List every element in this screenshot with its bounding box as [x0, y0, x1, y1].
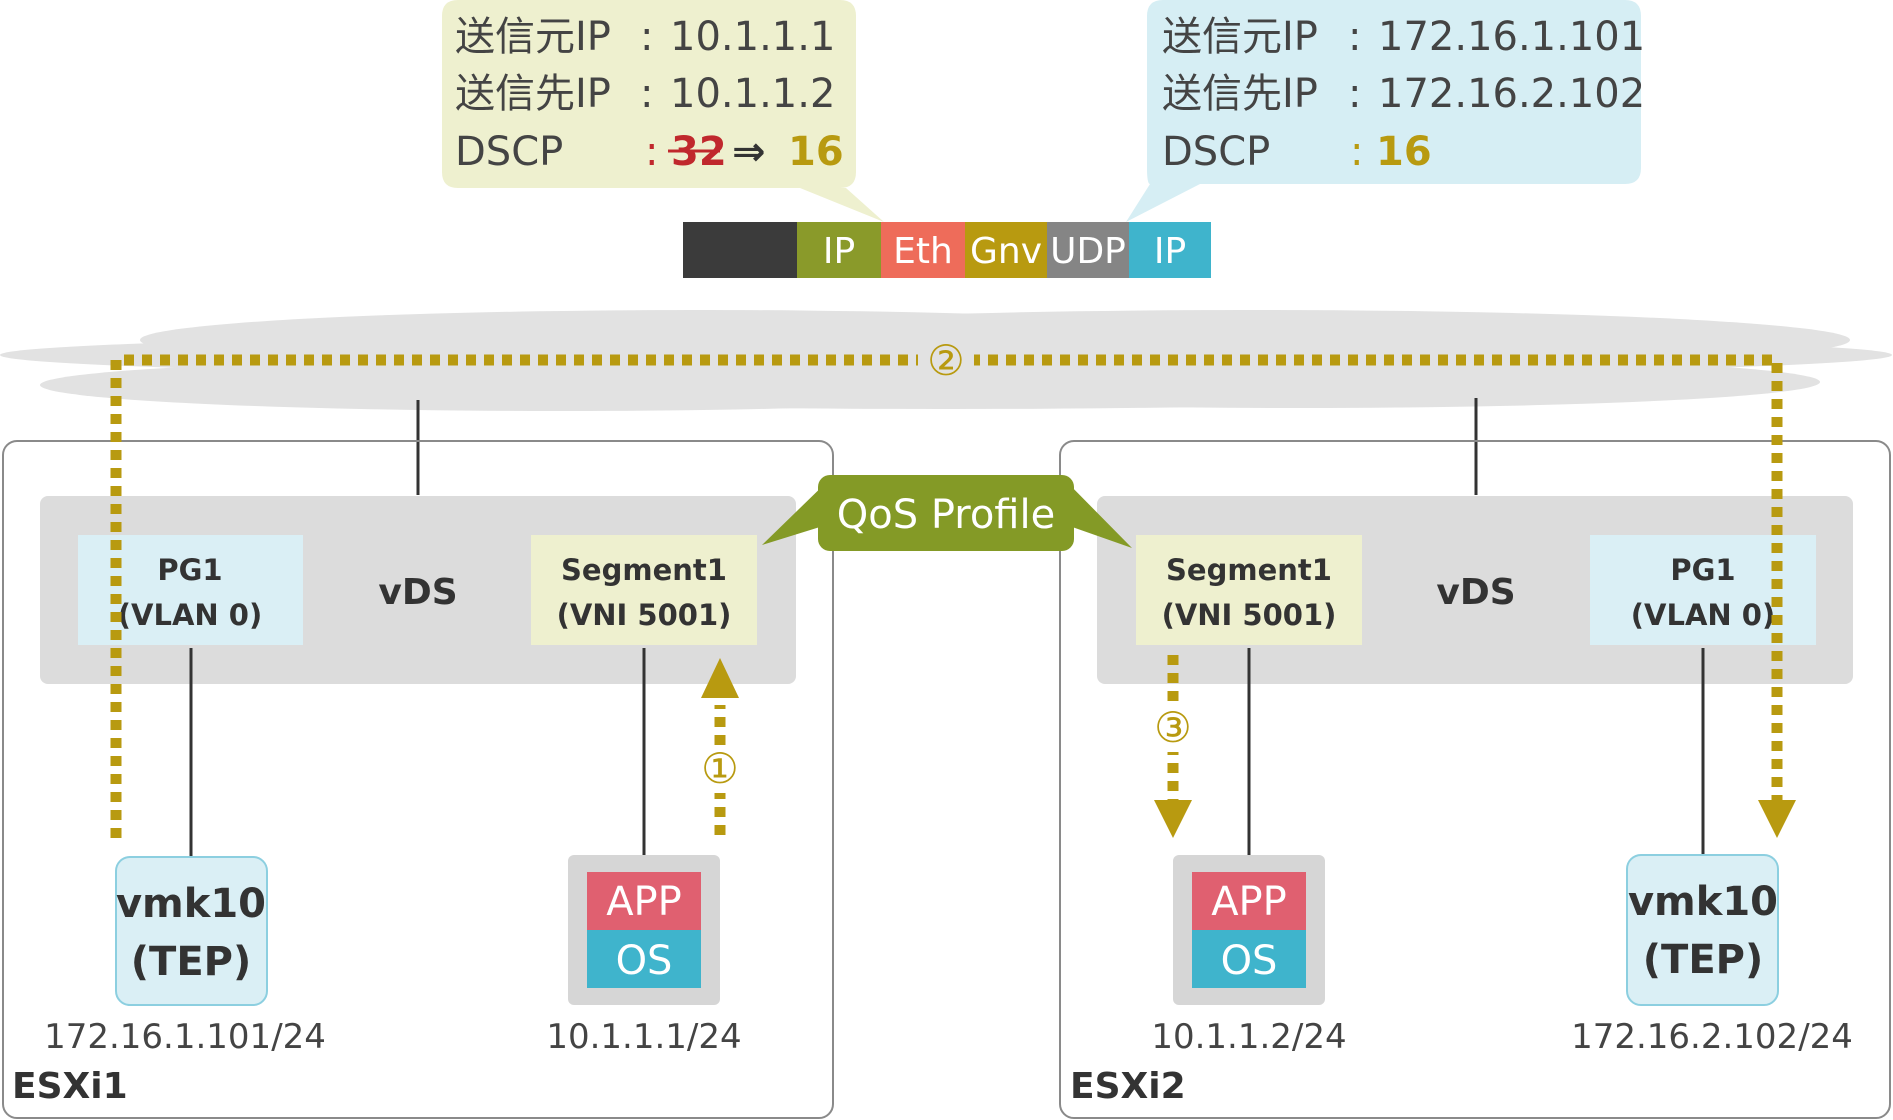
esxi1-name: ESXi1	[12, 1066, 128, 1107]
outer-dst-value: 172.16.2.102	[1378, 71, 1645, 117]
inner-src-value: 10.1.1.1	[670, 14, 835, 60]
packet-segment-2	[881, 222, 965, 278]
packet-segment-3	[965, 222, 1047, 278]
step-2-marker: ②	[927, 336, 965, 385]
outer-src-colon: :	[1348, 14, 1361, 60]
esxi1-segment1	[531, 535, 757, 645]
inner-dst-label: 送信先IP	[455, 71, 611, 117]
esxi2-name: ESXi2	[1070, 1066, 1186, 1107]
packet-segment-label-2: Eth	[893, 231, 953, 272]
esxi1-pg1	[78, 535, 303, 645]
outer-header-callout: 送信元IP : 172.16.1.101 送信先IP : 172.16.2.10…	[1126, 0, 1645, 222]
esxi1-os-label: OS	[616, 938, 673, 984]
esxi1-vmk10	[115, 856, 268, 1006]
outer-dscp-label: DSCP	[1162, 129, 1270, 175]
outer-dscp-value: 16	[1376, 129, 1432, 175]
path-step2-arrowhead	[1758, 800, 1796, 838]
esxi1-tep-ip: 172.16.1.101/24	[44, 1017, 326, 1057]
esxi2-seg-vni: (VNI 5001)	[1162, 598, 1337, 632]
esxi1-seg-vni: (VNI 5001)	[557, 598, 732, 632]
inner-dst-value: 10.1.1.2	[670, 71, 835, 117]
inner-dscp-label: DSCP	[455, 129, 563, 175]
packet-segment-label-3: Gnv	[970, 231, 1042, 272]
esxi2-vds-label: vDS	[1436, 572, 1515, 613]
esxi2-pg1	[1590, 535, 1816, 645]
inner-dscp-arrow: ⇒	[732, 129, 766, 175]
esxi1-vmk-tep: (TEP)	[131, 939, 252, 985]
esxi1-pg-name: PG1	[157, 553, 222, 587]
outer-dst-colon: :	[1348, 71, 1361, 117]
outer-dscp-colon: :	[1350, 129, 1363, 175]
packet-segment-label-5: IP	[1154, 231, 1186, 272]
esxi2-vmk-name: vmk10	[1628, 879, 1778, 925]
packet-segment-1	[797, 222, 881, 278]
packet-segment-5	[1129, 222, 1211, 278]
esxi2-segment1	[1136, 535, 1362, 645]
esxi2-vmk10	[1626, 854, 1779, 1006]
esxi2-pg-name: PG1	[1670, 553, 1735, 587]
esxi1-vds-label: vDS	[378, 572, 457, 613]
inner-src-label: 送信元IP	[455, 14, 611, 60]
inner-header-callout: 送信元IP : 10.1.1.1 送信先IP : 10.1.1.2 DSCP :…	[442, 0, 884, 222]
step-3-marker: ③	[1154, 703, 1192, 752]
inner-src-colon: :	[640, 14, 653, 60]
esxi1-vmk-name: vmk10	[116, 881, 266, 927]
inner-dscp-new: 16	[788, 129, 844, 175]
path-step1-arrowhead	[701, 658, 739, 698]
packet-segment-label-4: UDP	[1050, 231, 1126, 272]
esxi2-app-label: APP	[1211, 879, 1287, 925]
esxi2-host: vDS Segment1 (VNI 5001) PG1 (VLAN 0) APP…	[1059, 440, 1891, 1119]
path-step2	[110, 354, 1783, 838]
inner-dscp-colon: :	[645, 129, 658, 175]
esxi2-seg-name: Segment1	[1166, 553, 1332, 587]
esxi1-host: vDS PG1 (VLAN 0) Segment1 (VNI 5001) vmk…	[2, 440, 834, 1119]
inner-dst-colon: :	[640, 71, 653, 117]
qos-profile-label: QoS Profile	[837, 492, 1055, 538]
qos-profile-callout: QoS Profile	[762, 475, 1132, 551]
packet-segment-label-1: IP	[823, 231, 855, 272]
esxi2-vm-ip: 10.1.1.2/24	[1151, 1017, 1346, 1057]
esxi1-app-label: APP	[606, 879, 682, 925]
packet-segment-0	[683, 222, 797, 278]
path-step3-arrowhead	[1154, 800, 1192, 838]
esxi1-seg-name: Segment1	[561, 553, 727, 587]
esxi1-pg-vlan: (VLAN 0)	[118, 598, 262, 632]
outer-dst-label: 送信先IP	[1162, 71, 1318, 117]
esxi2-os-label: OS	[1221, 938, 1278, 984]
packet-segment-4	[1047, 222, 1129, 278]
esxi2-vmk-tep: (TEP)	[1643, 937, 1764, 983]
outer-src-value: 172.16.1.101	[1378, 14, 1645, 60]
esxi2-pg-vlan: (VLAN 0)	[1631, 598, 1775, 632]
step-1-marker: ①	[701, 744, 739, 793]
esxi1-vm-ip: 10.1.1.1/24	[546, 1017, 741, 1057]
outer-src-label: 送信元IP	[1162, 14, 1318, 60]
esxi2-tep-ip: 172.16.2.102/24	[1571, 1017, 1853, 1057]
